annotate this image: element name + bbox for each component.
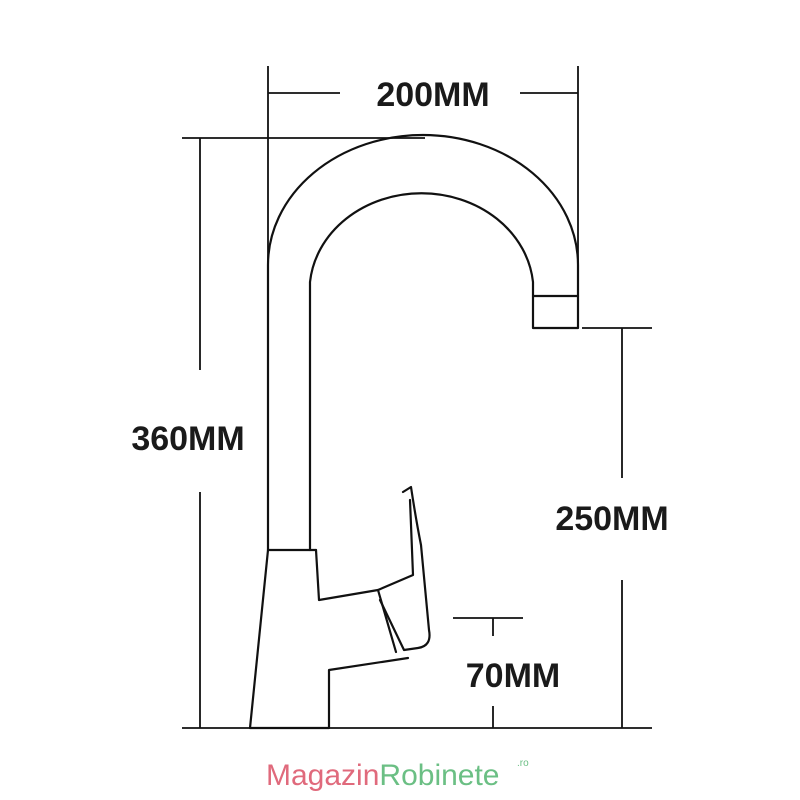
faucet-outline bbox=[248, 133, 580, 730]
spout-height-label: 250MM bbox=[555, 500, 668, 538]
body-contour bbox=[314, 498, 415, 602]
width-label: 200MM bbox=[376, 76, 489, 114]
faucet-body bbox=[248, 548, 410, 730]
base-label: 70MM bbox=[466, 657, 560, 695]
lever-detail bbox=[376, 588, 398, 654]
lever-handle bbox=[378, 485, 431, 652]
spout-aerator bbox=[531, 294, 580, 330]
watermark-part2: Robinete bbox=[379, 759, 499, 792]
watermark-suffix: .ro bbox=[517, 758, 529, 769]
watermark-part1: Magazin bbox=[266, 759, 379, 792]
watermark-logo: MagazinRobinete .ro bbox=[266, 758, 529, 792]
svg-text:MagazinRobinete: MagazinRobinete bbox=[266, 759, 500, 792]
dimension-lines bbox=[182, 66, 652, 729]
height-label: 360MM bbox=[131, 420, 244, 458]
spout-gooseneck bbox=[266, 133, 580, 552]
